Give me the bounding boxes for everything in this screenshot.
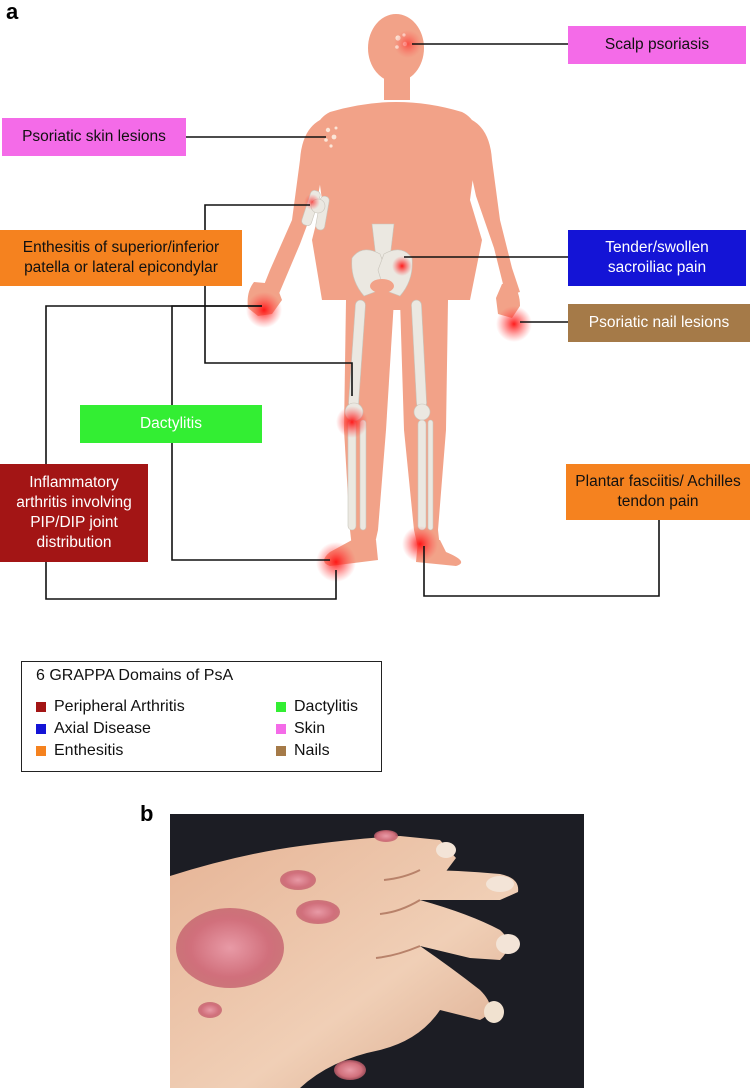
legend-item-nails: Nails	[276, 742, 330, 760]
legend-label: Axial Disease	[54, 720, 151, 737]
legend-swatch	[36, 724, 46, 734]
callout-psoriatic-skin-lesions: Psoriatic skin lesions	[2, 118, 186, 156]
legend-item-peripheral-arthritis: Peripheral Arthritis	[36, 698, 185, 716]
hand-photograph	[170, 814, 584, 1088]
legend-swatch	[276, 702, 286, 712]
skeleton-bones	[301, 190, 434, 531]
legend-label: Skin	[294, 720, 326, 737]
legend-label: Nails	[294, 742, 330, 759]
callout-nail-lesions: Psoriatic nail lesions	[568, 304, 750, 342]
legend-swatch	[276, 724, 286, 734]
inflammation-glows	[246, 30, 532, 582]
callout-inflammatory-arthritis: Inflammatory arthritis involving PIP/DIP…	[0, 464, 148, 562]
panel-b-label: b	[140, 801, 154, 826]
legend: 6 GRAPPA Domains of PsA Peripheral Arthr…	[21, 661, 382, 772]
legend-label: Peripheral Arthritis	[54, 698, 185, 715]
legend-item-skin: Skin	[276, 720, 325, 738]
callout-dactylitis: Dactylitis	[80, 405, 262, 443]
legend-item-axial-disease: Axial Disease	[36, 720, 151, 738]
legend-item-dactylitis: Dactylitis	[276, 698, 358, 716]
callout-scalp-psoriasis: Scalp psoriasis	[568, 26, 746, 64]
panel-a-label: a	[6, 0, 19, 24]
connector-lines	[45, 43, 660, 600]
legend-title: 6 GRAPPA Domains of PsA	[36, 667, 234, 684]
callout-enthesitis: Enthesitis of superior/inferior patella …	[0, 230, 242, 286]
callout-sacroiliac-pain: Tender/swollen sacroiliac pain	[568, 230, 746, 286]
legend-label: Dactylitis	[294, 698, 359, 715]
legend-label: Enthesitis	[54, 742, 124, 759]
legend-item-enthesitis: Enthesitis	[36, 742, 123, 760]
legend-swatch	[36, 746, 46, 756]
human-body-figure	[247, 14, 520, 566]
legend-swatch	[276, 746, 286, 756]
callout-plantar-fasciitis: Plantar fasciitis/ Achilles tendon pain	[566, 464, 750, 520]
legend-swatch	[36, 702, 46, 712]
